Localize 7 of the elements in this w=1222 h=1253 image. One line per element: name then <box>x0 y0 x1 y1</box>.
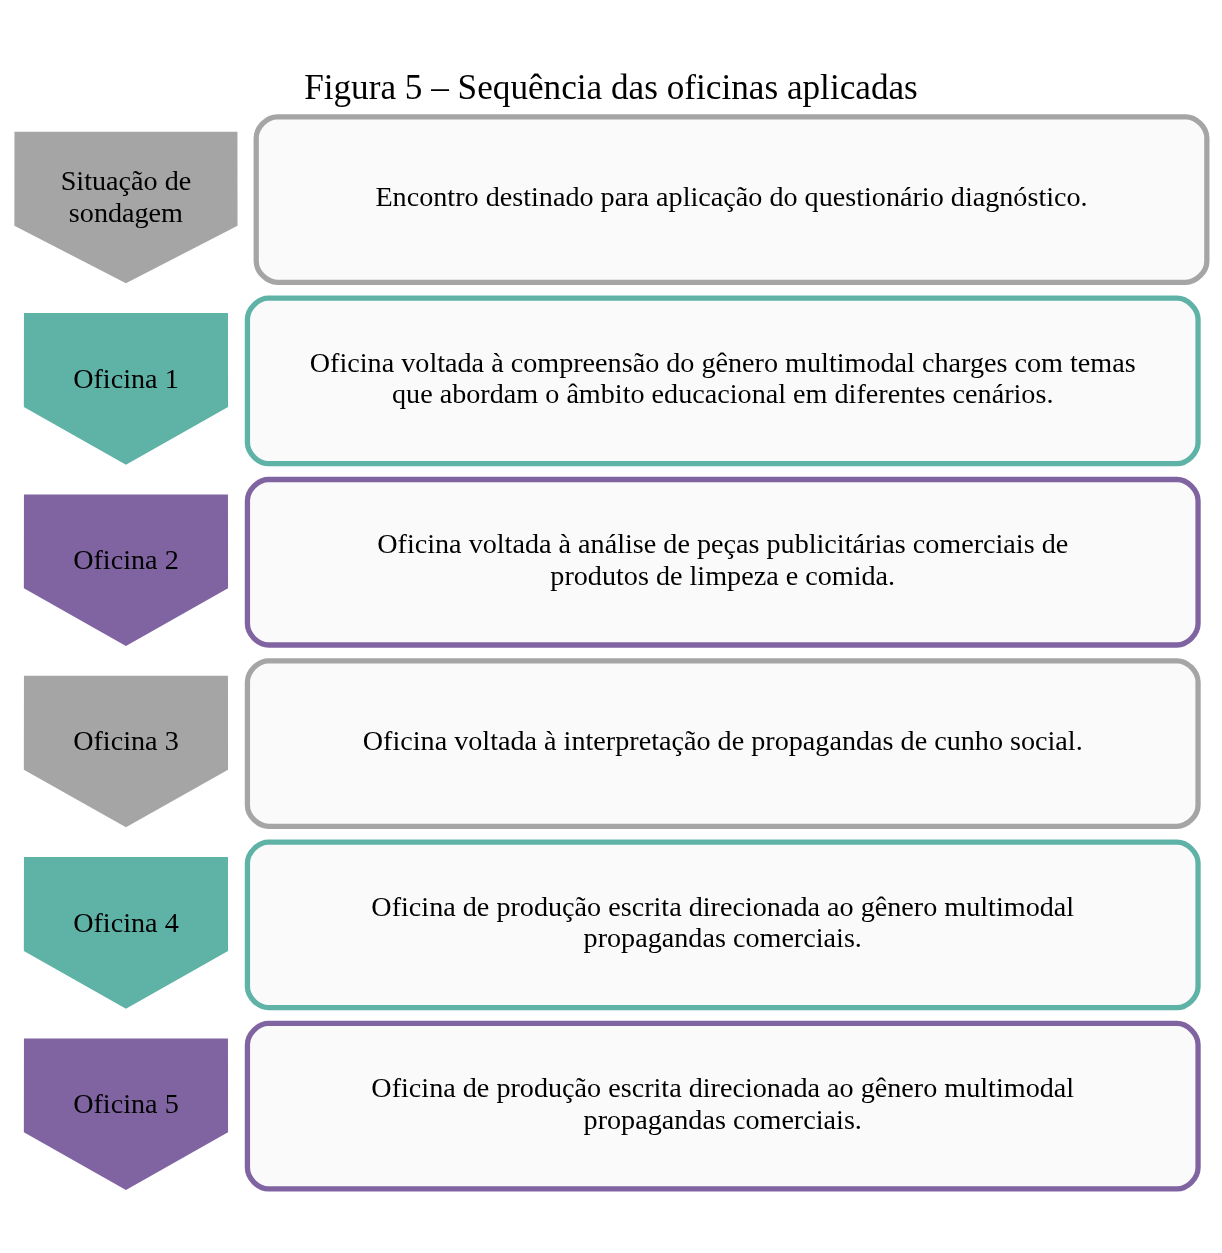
node-box: Oficina de produção escrita direcionada ao gênero multimodal propagandas comerciais. <box>244 1020 1201 1192</box>
node-box: Encontro destinado para aplicação do questionário diagnóstico. <box>253 114 1210 285</box>
node-box: Oficina voltada à interpretação de propagandas de cunho social. <box>244 658 1201 829</box>
node-box: Oficina voltada à compreensão do gênero multimodal charges com temas que abordam o âmbito educacional em diferentes cenários. <box>244 295 1201 467</box>
node-box: Oficina voltada à análise de peças publicitárias comerciais de produtos de limpeza e comida. <box>244 476 1201 648</box>
node-box: Oficina de produção escrita direcionada ao gênero multimodal propagandas comerciais. <box>244 839 1201 1011</box>
diagram-title: Figura 5 – Sequência das oficinas aplicadas <box>304 68 918 108</box>
